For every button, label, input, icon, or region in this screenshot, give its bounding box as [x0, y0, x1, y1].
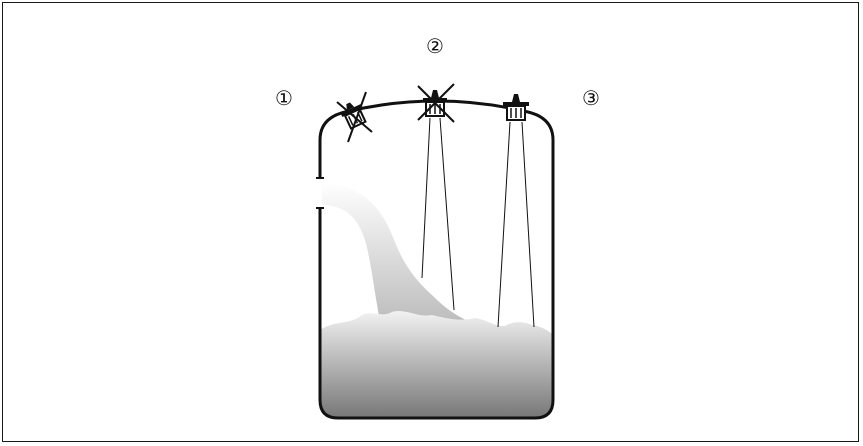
position-marker-1: ① — [275, 86, 293, 110]
tank-product — [320, 311, 553, 418]
sensor-2-cross-icon — [417, 83, 455, 123]
sensor-3-beam — [497, 121, 535, 328]
inflow-stream — [322, 182, 470, 330]
position-marker-3: ③ — [582, 86, 600, 110]
sensor-2-beam — [421, 117, 455, 311]
position-marker-2: ② — [426, 34, 444, 58]
sensor-3-icon — [503, 94, 529, 121]
sensor-1-cross-icon — [336, 91, 373, 143]
